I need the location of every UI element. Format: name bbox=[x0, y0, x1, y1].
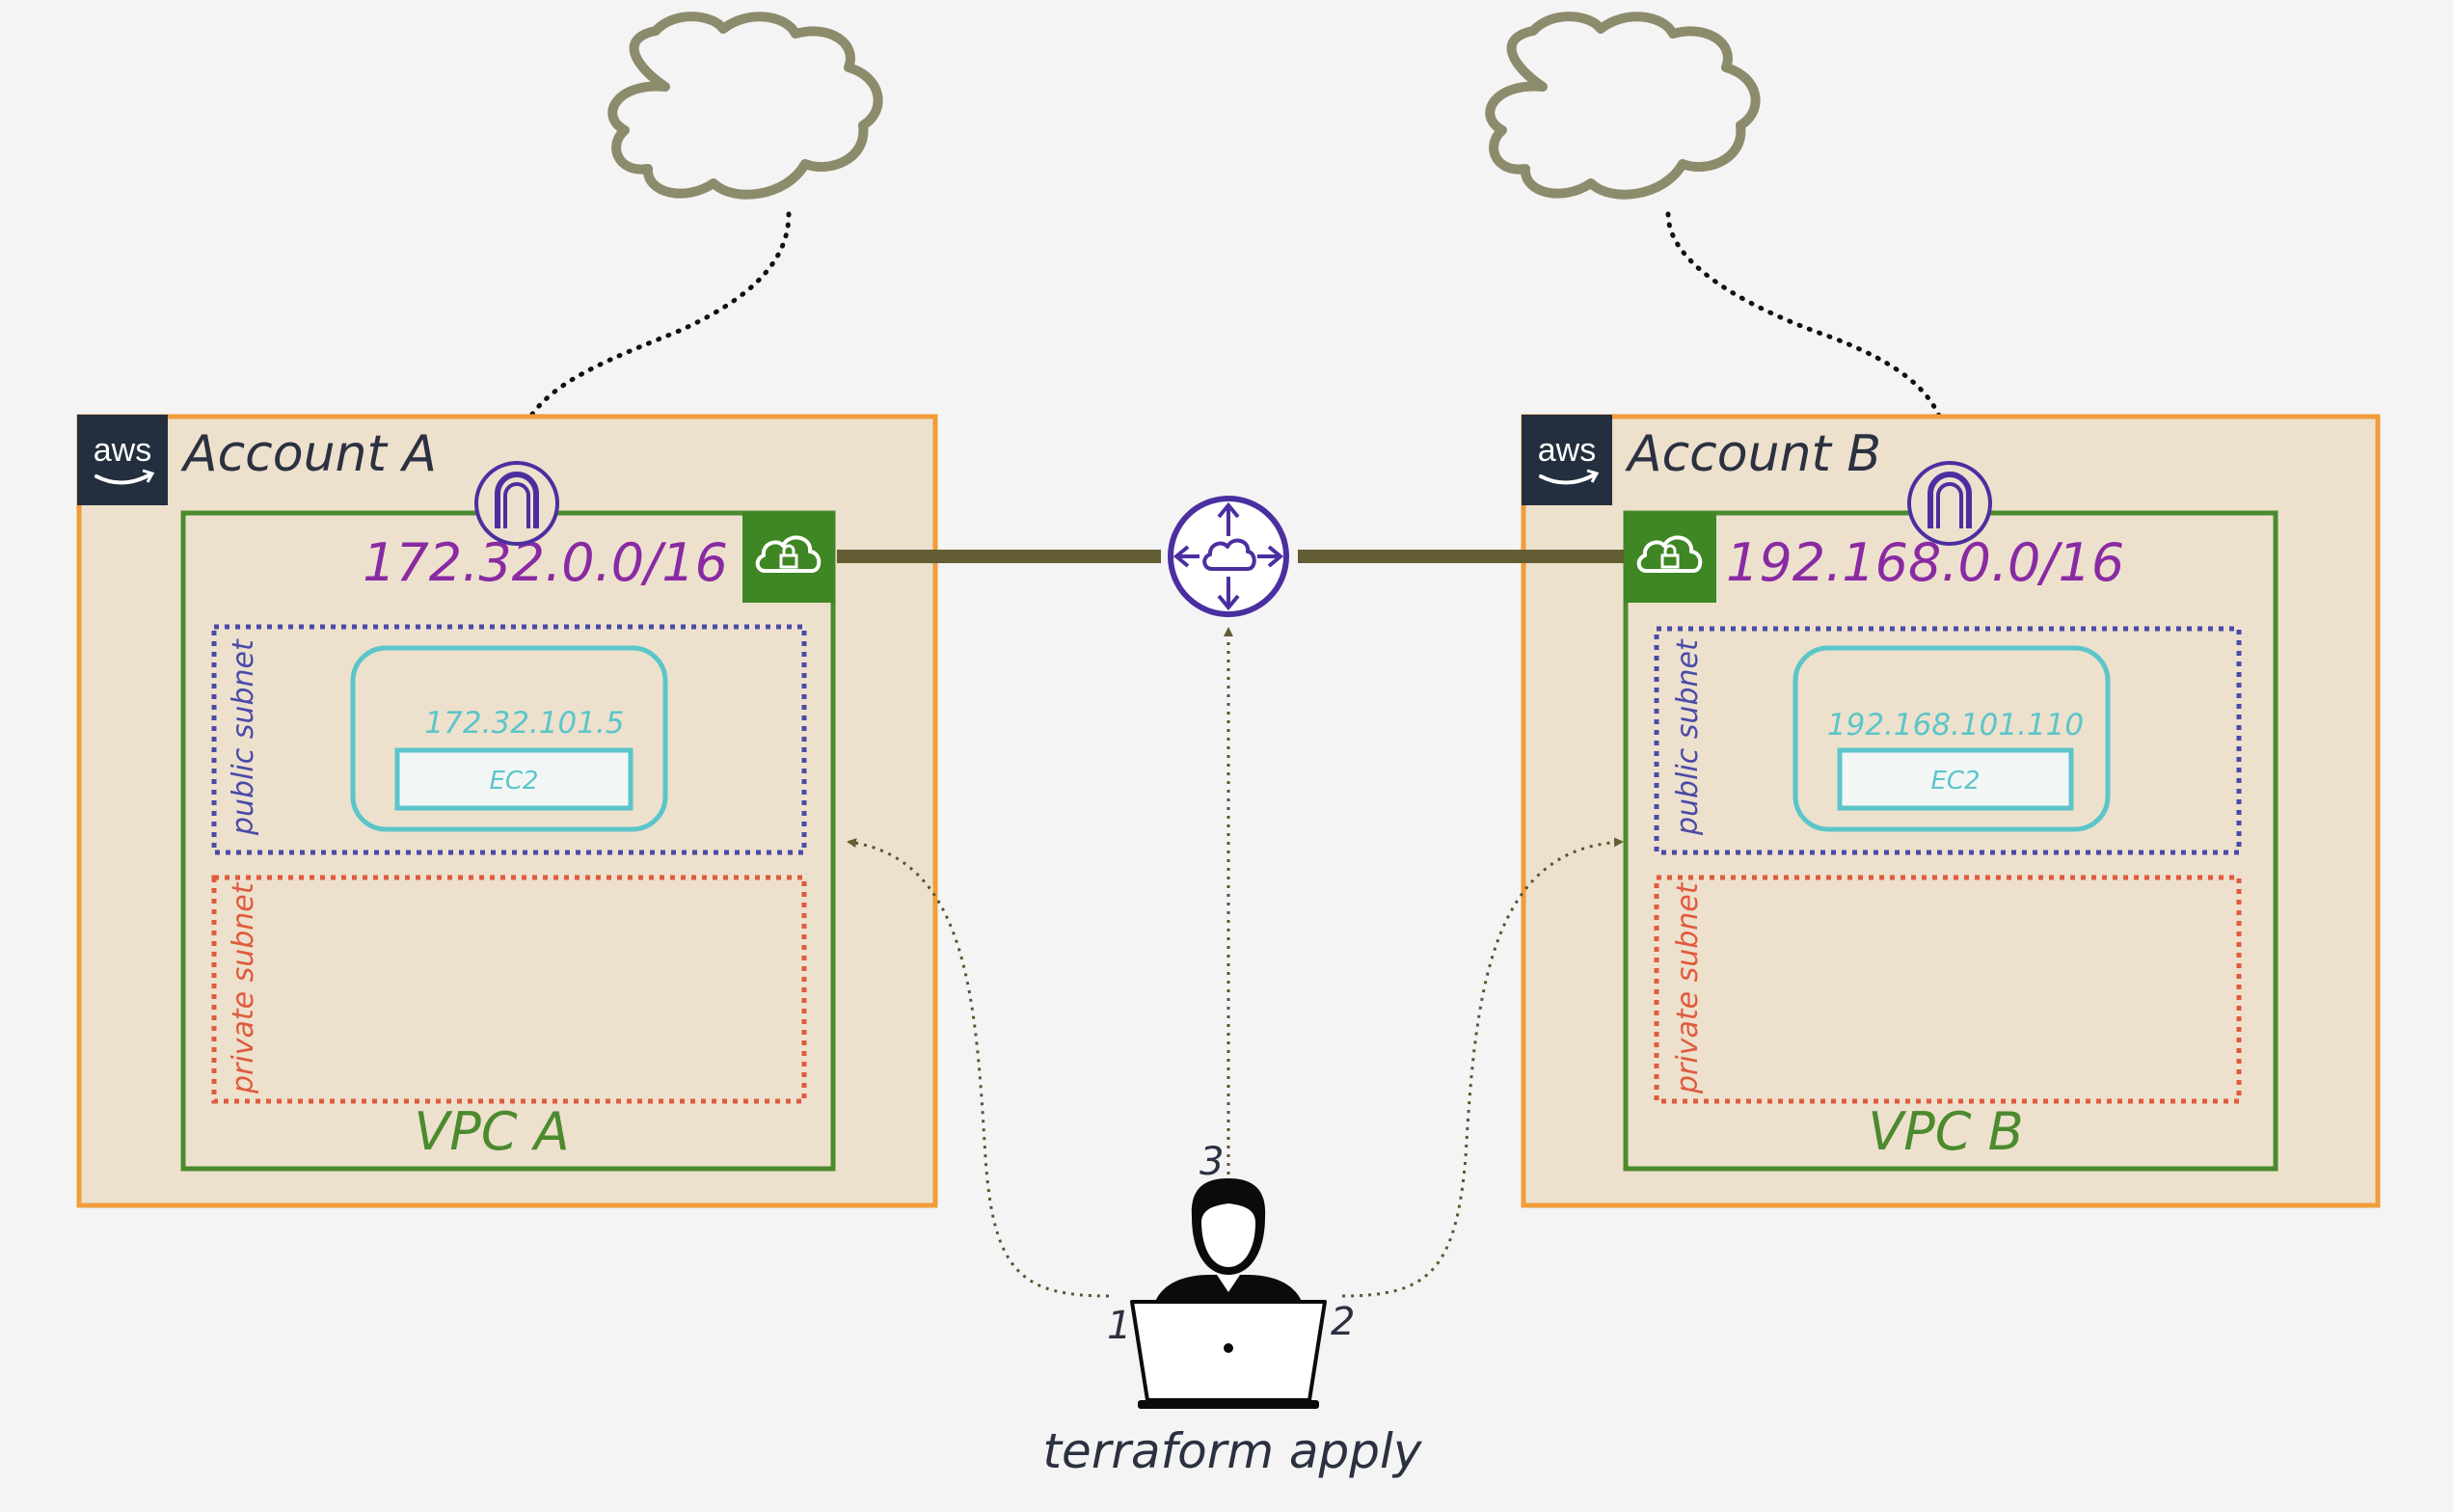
command-label: terraform apply bbox=[1042, 1423, 1422, 1479]
instance-type: EC2 bbox=[1930, 767, 1980, 796]
aws-logo-text: aws bbox=[1538, 432, 1596, 469]
account-a: aws Account A 172.32.0.0/16 public subne… bbox=[76, 414, 938, 1208]
public-subnet bbox=[211, 624, 807, 855]
user-with-laptop-icon bbox=[1130, 1178, 1327, 1409]
internet-cloud-icon bbox=[1485, 12, 1761, 200]
account-title: Account A bbox=[180, 425, 437, 483]
private-subnet bbox=[211, 875, 807, 1104]
public-subnet-label: public subnet bbox=[227, 638, 260, 836]
private-subnet bbox=[1654, 875, 2242, 1104]
step-2-label: 2 bbox=[1331, 1300, 1355, 1344]
account-b: aws Account B 192.168.0.0/16 public subn… bbox=[1521, 414, 2381, 1208]
step-3-label: 3 bbox=[1200, 1140, 1224, 1184]
ec2-instance: 192.168.101.110 EC2 bbox=[1793, 645, 2111, 832]
instance-ip: 172.32.101.5 bbox=[424, 706, 624, 741]
apply-arrow-vpc-b bbox=[1341, 837, 1624, 1298]
vpc-cloud-lock-icon bbox=[742, 512, 835, 603]
aws-logo-text: aws bbox=[94, 432, 151, 469]
aws-logo-icon: aws bbox=[1522, 415, 1612, 505]
instance-type: EC2 bbox=[489, 767, 538, 796]
internet-gateway-icon bbox=[474, 461, 559, 546]
account-title: Account B bbox=[1625, 425, 1881, 483]
private-subnet-label: private subnet bbox=[227, 881, 260, 1094]
step-1-label: 1 bbox=[1107, 1304, 1131, 1348]
vpc-cloud-lock-icon bbox=[1624, 512, 1716, 603]
internet-gateway-icon bbox=[1907, 461, 1992, 546]
public-subnet bbox=[1654, 626, 2242, 855]
vpc-label: VPC B bbox=[1868, 1101, 2023, 1162]
vpc-label: VPC A bbox=[414, 1101, 569, 1162]
private-subnet-label: private subnet bbox=[1671, 881, 1705, 1094]
internet-cloud-icon bbox=[607, 12, 883, 200]
aws-logo-icon: aws bbox=[77, 415, 168, 505]
transit-gateway-router-icon bbox=[1168, 496, 1289, 617]
vpc-cidr: 172.32.0.0/16 bbox=[363, 532, 728, 593]
vpc-cidr: 192.168.0.0/16 bbox=[1726, 532, 2124, 593]
public-subnet-label: public subnet bbox=[1671, 638, 1705, 836]
instance-ip: 192.168.101.110 bbox=[1827, 708, 2084, 742]
ec2-instance: 172.32.101.5 EC2 bbox=[350, 645, 668, 832]
